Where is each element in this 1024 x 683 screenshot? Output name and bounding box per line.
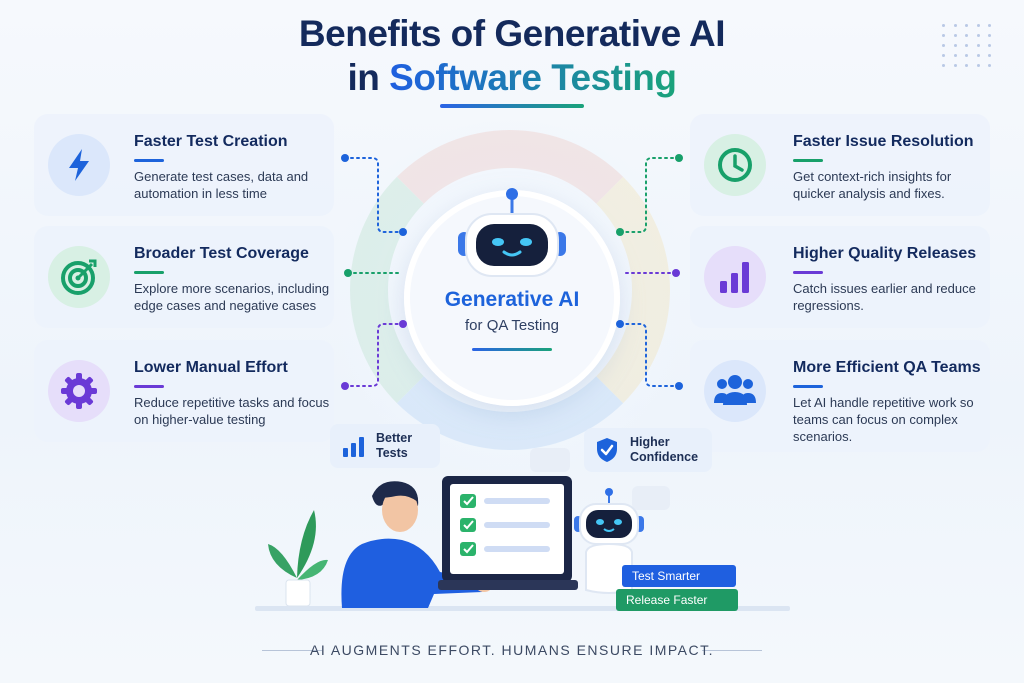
card-underline xyxy=(134,159,164,162)
card-underline xyxy=(793,159,823,162)
footer-divider-right xyxy=(702,650,762,651)
bar-chart-icon xyxy=(704,246,766,308)
clock-icon xyxy=(704,134,766,196)
title-line-2-prefix: in xyxy=(347,57,390,98)
card-higher-quality-releases: Higher Quality Releases Catch issues ear… xyxy=(690,226,990,328)
lightning-bolt-icon xyxy=(48,134,110,196)
title-line-2: in Software Testing xyxy=(0,56,1024,100)
card-description: Explore more scenarios, including edge c… xyxy=(134,281,330,313)
book-test-smarter: Test Smarter xyxy=(622,565,736,587)
book-label: Release Faster xyxy=(626,593,708,607)
card-description: Reduce repetitive tasks and focus on hig… xyxy=(134,395,330,427)
card-faster-test-creation: Faster Test Creation Generate test cases… xyxy=(34,114,334,216)
card-underline xyxy=(134,385,164,388)
card-broader-test-coverage: Broader Test Coverage Explore more scena… xyxy=(34,226,334,328)
chat-bubble-icon xyxy=(632,486,670,510)
plant-icon xyxy=(268,510,328,607)
card-title: Higher Quality Releases xyxy=(793,245,977,262)
badge-higher-confidence: Higher Confidence xyxy=(584,428,712,472)
footer-divider-left xyxy=(262,650,322,651)
card-description: Let AI handle repetitive work so teams c… xyxy=(793,395,974,444)
card-title: Broader Test Coverage xyxy=(134,245,309,262)
book-release-faster: Release Faster xyxy=(616,589,738,611)
center-underline xyxy=(472,348,552,351)
card-underline xyxy=(793,271,823,274)
badge-label: Higher Confidence xyxy=(630,435,699,464)
card-underline xyxy=(134,271,164,274)
page-title: Benefits of Generative AI in Software Te… xyxy=(0,12,1024,100)
laptop-icon xyxy=(438,476,578,590)
card-description: Generate test cases, data and automation… xyxy=(134,169,309,201)
card-title: Lower Manual Effort xyxy=(134,359,288,376)
title-highlight: Software Testing xyxy=(389,57,677,98)
robot-icon xyxy=(458,188,566,277)
desk xyxy=(255,606,790,611)
person-illustration xyxy=(341,481,492,608)
badge-label: Better Tests xyxy=(376,431,413,460)
card-title: Faster Issue Resolution xyxy=(793,133,974,150)
card-more-efficient-qa-teams: More Efficient QA Teams Let AI handle re… xyxy=(690,340,990,452)
card-description: Catch issues earlier and reduce regressi… xyxy=(793,281,976,313)
gear-icon xyxy=(48,360,110,422)
card-faster-issue-resolution: Faster Issue Resolution Get context-rich… xyxy=(690,114,990,216)
badge-better-tests: Better Tests xyxy=(330,424,440,468)
decorative-dot-grid xyxy=(942,24,994,68)
card-lower-manual-effort: Lower Manual Effort Reduce repetitive ta… xyxy=(34,340,334,442)
book-label: Test Smarter xyxy=(632,569,701,583)
chat-bubble-icon xyxy=(530,448,570,472)
card-underline xyxy=(793,385,823,388)
bar-chart-icon xyxy=(343,437,364,457)
card-title: More Efficient QA Teams xyxy=(793,359,981,376)
center-subtitle: for QA Testing xyxy=(465,317,559,334)
team-icon xyxy=(704,360,766,422)
robot-icon xyxy=(574,488,644,594)
title-underline xyxy=(440,104,584,108)
target-icon xyxy=(48,246,110,308)
center-title: Generative AI xyxy=(444,288,580,311)
card-description: Get context-rich insights for quicker an… xyxy=(793,169,952,201)
title-line-1: Benefits of Generative AI xyxy=(298,13,726,54)
card-title: Faster Test Creation xyxy=(134,133,288,150)
footer-tagline: AI AUGMENTS EFFORT. HUMANS ENSURE IMPACT… xyxy=(309,642,715,658)
shield-check-icon xyxy=(597,438,617,462)
